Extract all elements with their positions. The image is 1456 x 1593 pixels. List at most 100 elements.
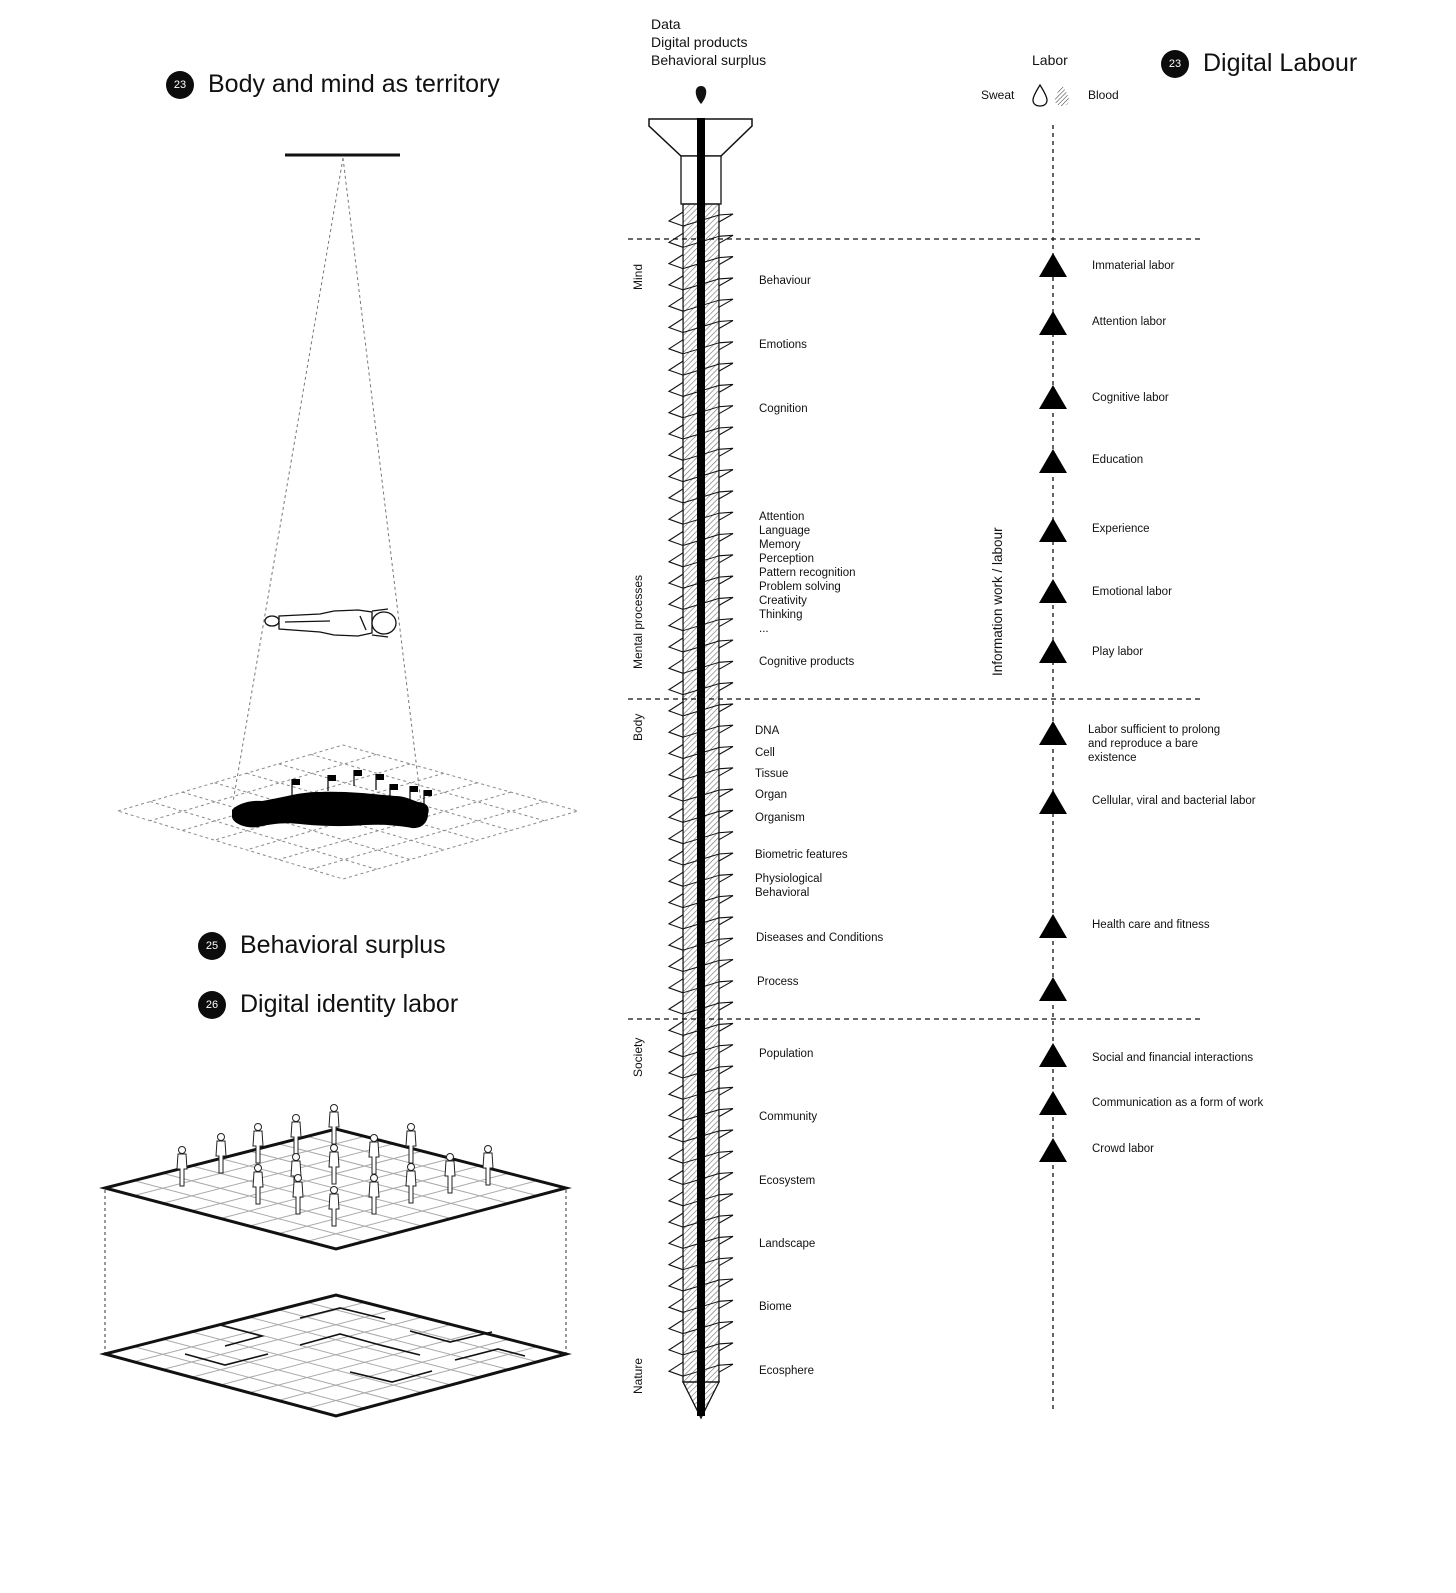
thread-right xyxy=(718,277,734,287)
item-cell: Cell xyxy=(755,747,775,759)
person-figure xyxy=(405,1163,417,1204)
grid-line xyxy=(220,1324,452,1386)
thread-right xyxy=(718,831,734,841)
grid-line xyxy=(306,1346,538,1409)
item-cognitive-products: Cognitive products xyxy=(759,656,855,668)
map-pin-icon xyxy=(695,86,707,104)
item-mental-attention: Attention xyxy=(759,511,805,523)
lower-plane-paths xyxy=(184,1307,526,1383)
section-number-badge: 25 xyxy=(198,931,226,960)
thread-left xyxy=(667,679,684,696)
thread-right xyxy=(718,596,734,607)
labor-markers xyxy=(1039,253,1067,1162)
thread-right xyxy=(718,809,734,820)
grid-line xyxy=(306,1180,538,1242)
person-head xyxy=(407,1123,415,1131)
grid-line xyxy=(278,1143,509,1204)
person-figure xyxy=(290,1114,302,1155)
person-head xyxy=(446,1153,454,1161)
person-head xyxy=(330,1104,338,1112)
thread-left xyxy=(667,828,684,845)
thread-left xyxy=(667,892,684,909)
labor-type-label: Crowd labor xyxy=(1092,1143,1154,1155)
person-figure xyxy=(482,1145,494,1186)
item-mental-pattern-recognition: Pattern recognition xyxy=(759,567,856,579)
thread-left xyxy=(667,658,684,675)
thread-left xyxy=(667,956,684,973)
grid-line xyxy=(278,1309,509,1370)
thread-left xyxy=(667,232,684,249)
thread-right xyxy=(718,788,734,799)
person-head xyxy=(294,1174,302,1182)
thread-left xyxy=(667,1297,684,1314)
thread-right xyxy=(718,234,734,245)
region-label-mind: Mind xyxy=(631,263,645,290)
labor-type-label: Cellular, viral and bacterial labor xyxy=(1092,795,1256,807)
person-head xyxy=(254,1164,262,1172)
labor-axis-label: Information work / labour xyxy=(990,527,1005,676)
person-head xyxy=(292,1153,300,1161)
thread-right xyxy=(718,1321,734,1331)
thread-right xyxy=(718,298,734,309)
thread-right xyxy=(718,1086,734,1097)
item-community: Community xyxy=(759,1111,818,1123)
person-head xyxy=(217,1133,225,1141)
thread-left xyxy=(667,1041,684,1058)
person-body xyxy=(444,1160,456,1194)
section-number-badge: 26 xyxy=(198,990,226,1019)
thread-left xyxy=(667,253,684,270)
thread-left xyxy=(667,402,684,419)
item-mental-creativity: Creativity xyxy=(759,595,807,607)
item-process: Process xyxy=(757,976,799,988)
floating-person-outline xyxy=(264,608,397,638)
person-head xyxy=(370,1174,378,1182)
person-body xyxy=(252,1171,264,1205)
item-ecosystem: Ecosystem xyxy=(759,1175,816,1187)
region-separators xyxy=(628,238,1203,1020)
labor-marker-triangle xyxy=(1039,449,1067,473)
body-territory-illustration xyxy=(116,153,580,880)
item-mental-perception: Perception xyxy=(759,553,814,565)
labor-marker-triangle xyxy=(1039,253,1067,277)
section-title: Body and mind as territory xyxy=(208,70,500,98)
identity-planes-illustration xyxy=(99,1104,572,1418)
item-biometric: Biometric features xyxy=(755,849,848,861)
thread-left xyxy=(667,1339,684,1356)
sweat-icon xyxy=(1032,83,1048,107)
grid-line xyxy=(278,1338,509,1401)
labor-marker-triangle xyxy=(1039,518,1067,542)
labor-type-label: Labor sufficient to prolong and reproduc… xyxy=(1088,724,1221,764)
thread-right xyxy=(718,895,734,905)
section-title: Digital identity labor xyxy=(240,990,459,1018)
thread-right xyxy=(718,639,734,649)
thread-left xyxy=(667,1275,684,1292)
person-body xyxy=(368,1181,380,1215)
section-title: Behavioral surplus xyxy=(240,931,446,959)
person-head xyxy=(370,1134,378,1142)
item-landscape: Landscape xyxy=(759,1238,816,1250)
screw-top-label-digital-products: Digital products xyxy=(651,34,748,50)
thread-left xyxy=(667,381,684,398)
thread-left xyxy=(667,636,684,653)
labor-header-title: Labor xyxy=(1032,52,1068,68)
person-figure xyxy=(215,1133,227,1174)
thread-right xyxy=(718,703,734,713)
grid-line xyxy=(307,1301,538,1363)
lying-person-silhouette xyxy=(232,791,429,829)
thread-right xyxy=(718,958,734,969)
thread-right xyxy=(718,490,734,500)
person-head xyxy=(330,1186,338,1194)
thread-left xyxy=(667,573,684,589)
flag-icon xyxy=(410,786,418,792)
thread-left xyxy=(667,487,684,504)
thread-right xyxy=(718,532,734,543)
item-organ: Organ xyxy=(755,789,787,801)
person-figure xyxy=(292,1174,304,1215)
person-figure xyxy=(252,1164,264,1205)
person-figure xyxy=(368,1134,380,1175)
grid-line xyxy=(182,791,411,861)
thread-left xyxy=(667,849,684,866)
thread-left xyxy=(667,807,684,824)
grid-line xyxy=(310,753,545,822)
grid-line xyxy=(249,1150,480,1212)
